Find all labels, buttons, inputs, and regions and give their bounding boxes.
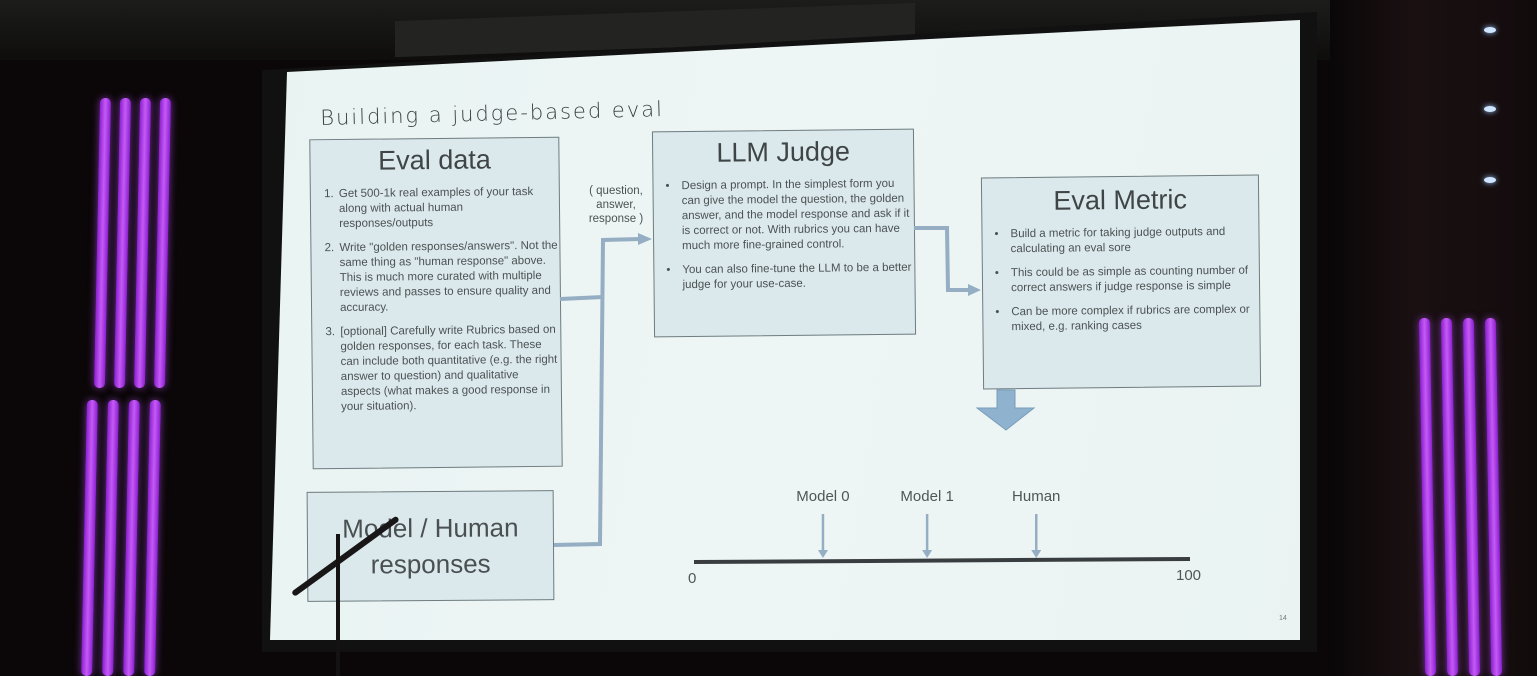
connector-label-line: answer, bbox=[596, 199, 636, 211]
connector-label-line: ( question, bbox=[589, 185, 643, 197]
connector-label: ( question, answer, response ) bbox=[576, 184, 656, 226]
timeline-marker-arrowhead bbox=[817, 550, 828, 558]
arrowhead-to-eval-metric bbox=[968, 284, 981, 296]
eval-data-item: Get 500-1k real examples of your task al… bbox=[337, 185, 559, 232]
eval-metric-title: Eval Metric bbox=[1053, 184, 1188, 216]
stage-led-light bbox=[1484, 177, 1496, 183]
timeline-marker-arrowhead bbox=[1031, 550, 1042, 558]
light-tube bbox=[133, 97, 152, 389]
timeline-axis bbox=[693, 557, 1191, 564]
llm-judge-item: You can also fine-tune the LLM to be a b… bbox=[680, 261, 914, 293]
llm-judge-title: LLM Judge bbox=[716, 136, 851, 168]
light-tube bbox=[113, 97, 132, 389]
llm-judge-box: LLM Judge Design a prompt. In the simple… bbox=[651, 128, 917, 338]
eval-data-item: [optional] Carefully write Rubrics based… bbox=[338, 323, 561, 415]
eval-metric-item: Can be more complex if rubrics are compl… bbox=[1009, 303, 1259, 336]
light-tube bbox=[123, 399, 140, 676]
eval-metric-list: Build a metric for taking judge outputs … bbox=[982, 225, 1259, 336]
eval-metric-item: Build a metric for taking judge outputs … bbox=[1008, 225, 1258, 258]
responses-title-line2: responses bbox=[370, 548, 491, 580]
light-tube bbox=[93, 97, 112, 389]
eval-metric-box: Eval Metric Build a metric for taking ju… bbox=[980, 174, 1262, 390]
eval-metric-item: This could be as simple as counting numb… bbox=[1009, 264, 1259, 297]
model-human-responses-box: Model / Human responses bbox=[306, 490, 555, 602]
light-tube bbox=[81, 399, 98, 676]
connector-eval-data bbox=[559, 295, 604, 301]
timeline-marker-arrowhead bbox=[922, 550, 933, 558]
down-arrow-icon bbox=[975, 389, 1036, 431]
eval-data-list: Get 500-1k real examples of your task al… bbox=[311, 185, 561, 416]
timeline-markers bbox=[817, 514, 1042, 558]
llm-judge-list: Design a prompt. In the simplest form yo… bbox=[653, 177, 914, 294]
connector-llm-judge bbox=[914, 226, 970, 292]
connector-responses bbox=[553, 237, 641, 547]
timeline-marker-label: Human bbox=[1012, 488, 1061, 505]
arrowhead-to-llm-judge bbox=[638, 233, 652, 245]
light-tube bbox=[144, 399, 161, 676]
eval-data-item: Write "golden responses/answers". Not th… bbox=[337, 239, 560, 316]
timeline-min-label: 0 bbox=[688, 570, 697, 587]
timeline-marker-label: Model 0 bbox=[796, 488, 850, 505]
slide-page-number: 14 bbox=[1279, 615, 1287, 622]
stage-led-light bbox=[1484, 27, 1496, 33]
timeline-marker-label: Model 1 bbox=[900, 488, 954, 505]
eval-data-box: Eval data Get 500-1k real examples of yo… bbox=[309, 136, 563, 470]
slide-title: Building a judge-based eval bbox=[320, 97, 665, 130]
light-tube bbox=[153, 97, 172, 389]
microphone-stand bbox=[336, 534, 340, 676]
eval-data-title: Eval data bbox=[378, 144, 491, 176]
llm-judge-item: Design a prompt. In the simplest form yo… bbox=[679, 177, 914, 254]
connector-label-line: response ) bbox=[588, 213, 644, 225]
stage-led-light bbox=[1484, 106, 1496, 112]
timeline-max-label: 100 bbox=[1176, 567, 1202, 584]
light-tube bbox=[102, 399, 119, 676]
